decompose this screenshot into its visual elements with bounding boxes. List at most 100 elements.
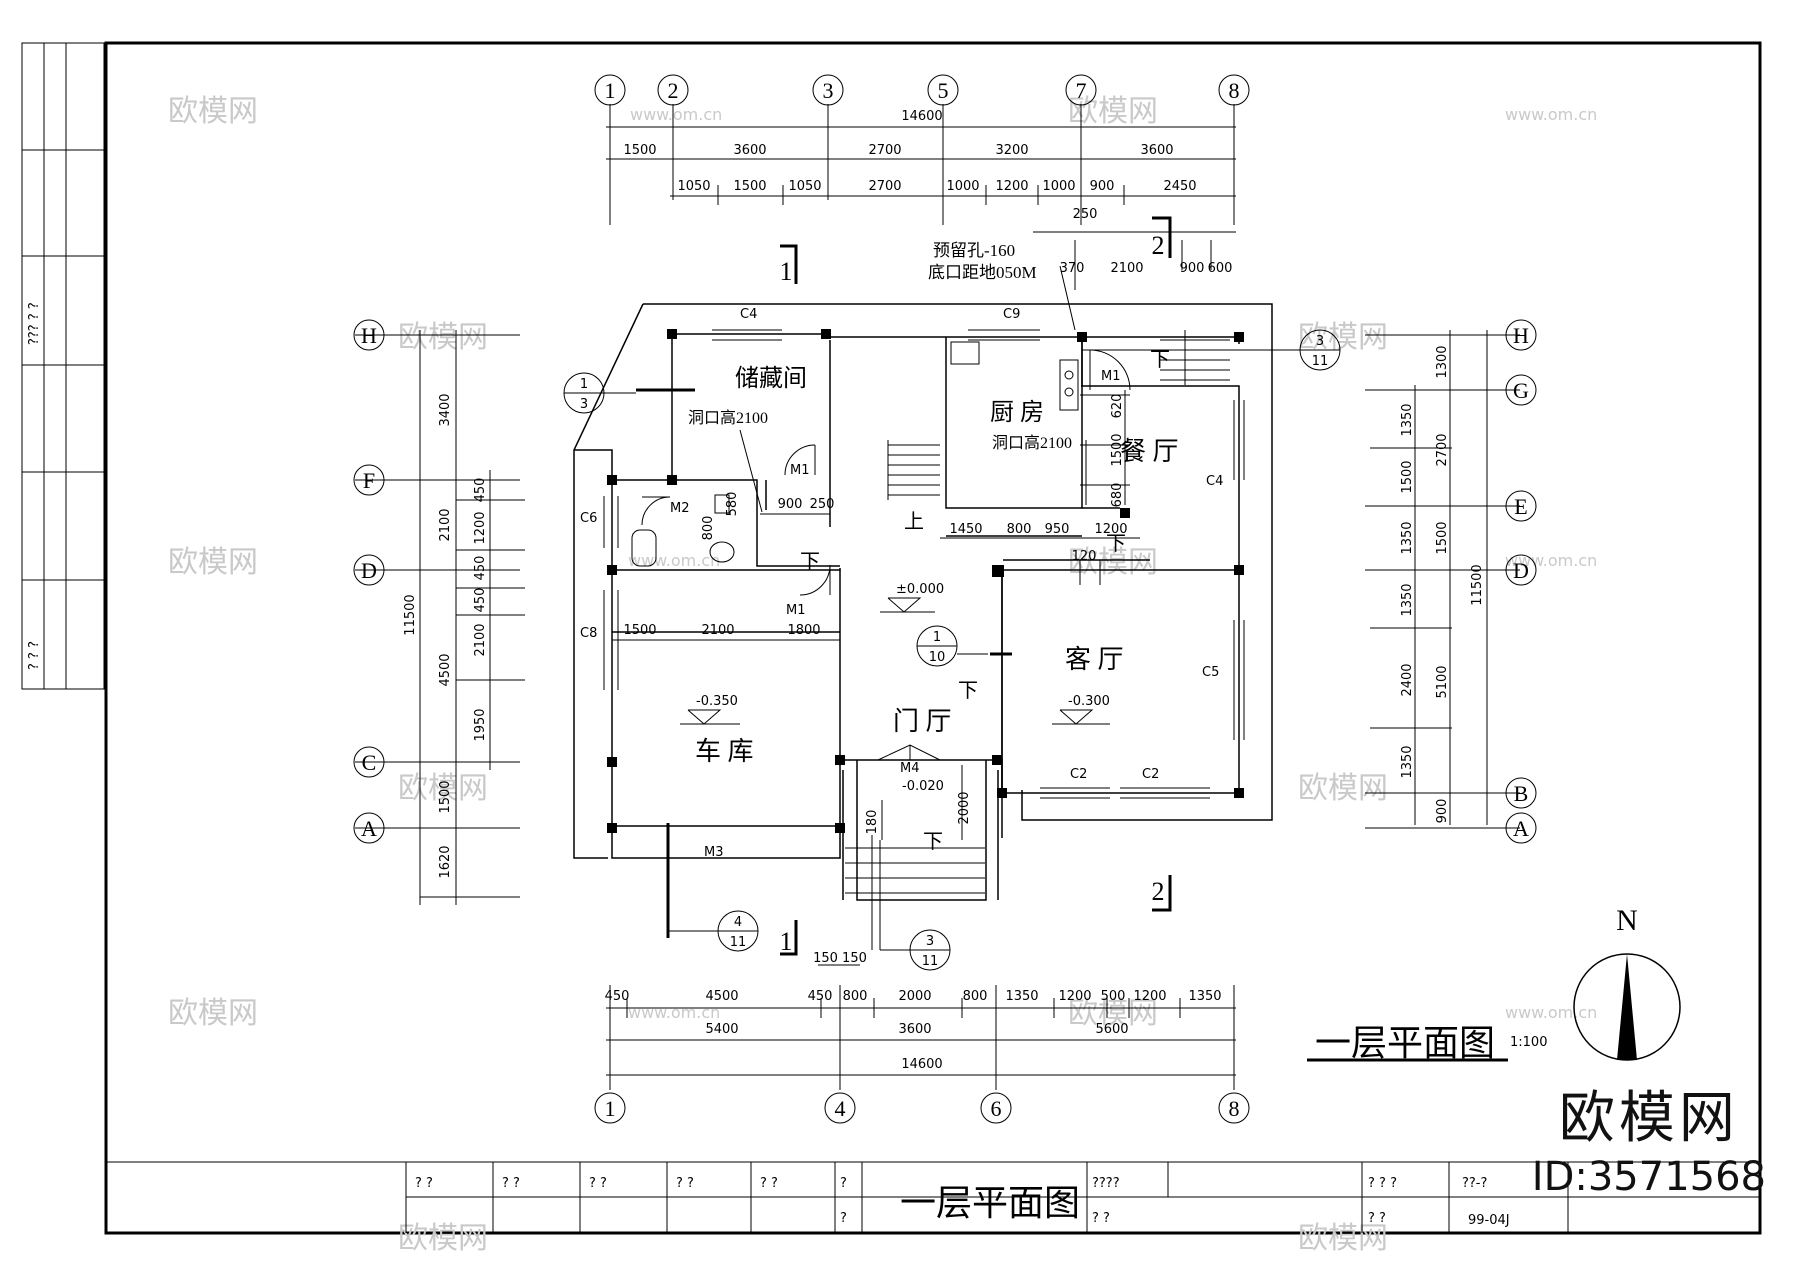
dim-value: 1500 <box>623 623 656 638</box>
dim-value: 450 <box>473 556 488 581</box>
dim-value: 800 <box>843 989 868 1004</box>
dim-value: 150 150 <box>813 951 867 966</box>
watermark-url: www.om.cn <box>1505 551 1597 570</box>
stair-down-label: 下 <box>800 551 820 573</box>
dim-value: 1500 <box>1400 460 1415 493</box>
dim-value: 450 <box>808 989 833 1004</box>
dim-value: 5600 <box>1095 1022 1128 1037</box>
axis-bubble <box>353 554 385 586</box>
watermark-text: 欧模网 <box>168 545 258 580</box>
titleblock-drawing-no: 99-04J <box>1468 1213 1510 1228</box>
dim-value: 1500 <box>733 179 766 194</box>
room-kitchen: 厨 房 <box>990 399 1044 426</box>
callout-sheet: 11 <box>922 954 939 969</box>
dim-value: 5400 <box>705 1022 738 1037</box>
axis-bubble <box>594 74 626 106</box>
north-label: N <box>1616 904 1638 937</box>
left-strip-text-top: ??? ? ? <box>27 302 42 345</box>
note-reserved-hole: 预留孔-160 <box>933 241 1015 260</box>
axis-bubble <box>1505 777 1537 809</box>
axis-label: 2 <box>668 78 679 103</box>
section-label: 2 <box>1152 877 1165 906</box>
dim-value: 1050 <box>788 179 821 194</box>
dim-value: 11500 <box>403 594 418 635</box>
brand-watermark: 欧模网 ID:3571568 <box>1531 1086 1766 1201</box>
dim-value: 2100 <box>1110 261 1143 276</box>
dim-value: 1300 <box>1435 345 1450 378</box>
titleblock-cell: ? <box>840 1176 847 1191</box>
section-cut-labels: 1 2 2 1 <box>780 231 1165 956</box>
top-axis-labels: 1 2 3 5 7 8 <box>605 78 1240 103</box>
window-tag: C2 <box>1142 767 1159 782</box>
dim-value: 800 <box>963 989 988 1004</box>
callout-num: 3 <box>926 934 934 949</box>
titleblock-main-title: 一层平面图 <box>900 1183 1080 1223</box>
window-tag: C9 <box>1003 307 1020 322</box>
dim-value: 1050 <box>677 179 710 194</box>
dim-value: 1000 <box>1042 179 1075 194</box>
stair-down-label: 下 <box>1150 349 1170 371</box>
room-dining: 餐 厅 <box>1120 437 1179 466</box>
axis-bubble <box>927 74 959 106</box>
titleblock-project-sub: ? ? <box>1092 1211 1110 1226</box>
watermark-text: 欧模网 <box>398 771 488 806</box>
titleblock-cell: ? ? <box>676 1176 694 1191</box>
level-living: -0.300 <box>1068 694 1110 709</box>
dim-value: 1200 <box>473 511 488 544</box>
dim-value: 1620 <box>438 845 453 878</box>
watermark-text: 欧模网 <box>398 1221 488 1256</box>
watermark-url: www.om.cn <box>630 105 722 124</box>
titleblock-cell: ? ? <box>760 1176 778 1191</box>
dim-value: 5100 <box>1435 665 1450 698</box>
dim-value: 450 <box>473 588 488 613</box>
axis-label: A <box>1513 816 1529 841</box>
dim-value: 1500 <box>623 143 656 158</box>
dim-value: 2100 <box>473 623 488 656</box>
door-tag: M1 <box>786 603 806 618</box>
axis-bubble <box>353 746 385 778</box>
dim-value: 580 <box>725 492 740 517</box>
dim-value: 14600 <box>901 109 942 124</box>
section-label: 2 <box>1152 231 1165 260</box>
callout-sheet: 11 <box>1312 354 1329 369</box>
watermark-text: 欧模网 <box>168 996 258 1031</box>
dim-value: 900 <box>778 497 803 512</box>
dim-value: 1350 <box>1188 989 1221 1004</box>
watermark-url: www.om.cn <box>1505 105 1597 124</box>
axis-bubble <box>1505 490 1537 522</box>
right-dimension-text: 1300 2700 1500 5100 900 1350 1500 1350 1… <box>1400 345 1485 823</box>
dim-value: 3400 <box>438 393 453 426</box>
dim-value: 1000 <box>946 179 979 194</box>
note-opening-storage: 洞口高2100 <box>688 409 768 427</box>
interior-dimension-text: 900 250 1500 2100 1800 1450 800 950 1200… <box>623 394 1127 835</box>
axis-label: 7 <box>1076 78 1087 103</box>
walls <box>573 303 1273 901</box>
left-dimension-lines <box>355 330 525 905</box>
axis-label: 1 <box>605 78 616 103</box>
right-axis-bubbles <box>1505 319 1537 844</box>
north-arrow-icon <box>1573 953 1681 1061</box>
dim-value: 800 <box>701 516 716 541</box>
door-tag: M3 <box>704 845 724 860</box>
room-hall: 门 厅 <box>893 707 952 736</box>
dim-value: 180 <box>865 810 880 835</box>
level-garage: -0.350 <box>696 694 738 709</box>
watermark-text: 欧模网 <box>1068 545 1158 580</box>
axis-bubble <box>353 812 385 844</box>
axis-label: 5 <box>938 78 949 103</box>
section-label: 1 <box>780 927 793 956</box>
dim-value: 900 <box>1435 799 1450 824</box>
room-garage: 车 库 <box>695 737 754 766</box>
callout-num: 3 <box>1316 334 1324 349</box>
callout-num: 4 <box>734 915 742 930</box>
axis-bubble <box>594 1092 626 1124</box>
columns <box>607 329 1244 833</box>
watermark-text: 欧模网 <box>1298 771 1388 806</box>
brand-name: 欧模网 <box>1558 1086 1739 1151</box>
watermark-url: www.om.cn <box>628 1003 720 1022</box>
top-dimension-lines <box>606 104 1236 290</box>
brand-id: ID:3571568 <box>1531 1154 1766 1200</box>
dim-value: 1500 <box>1110 433 1125 466</box>
plan-scale: 1:100 <box>1510 1035 1547 1050</box>
bottom-dimension-text: 150 150 450 4500 450 800 2000 800 1350 1… <box>605 951 1222 1072</box>
